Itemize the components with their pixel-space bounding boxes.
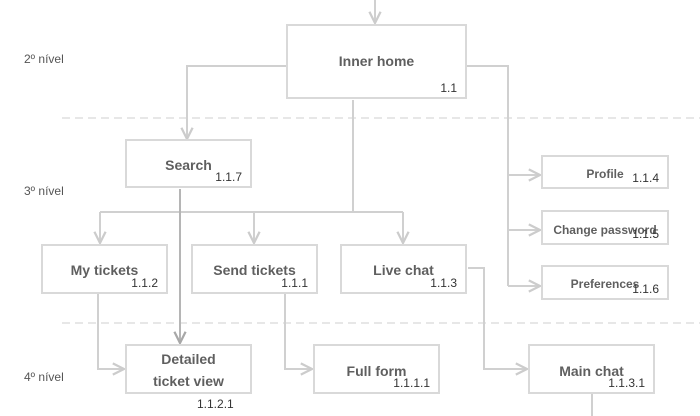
node-code: 1.1.3.1 [608,376,645,390]
node-main-chat[interactable]: Main chat 1.1.3.1 [528,344,655,394]
connector-arrow [468,267,527,369]
node-code: 1.1.4 [632,171,659,185]
connector-arrow [187,65,287,139]
node-label: Search [165,157,212,173]
node-label-line2: ticket view [153,373,224,389]
node-detailed-ticket-view[interactable]: Detailed ticket view 1.1.2.1 [125,344,252,411]
node-label: My tickets [70,262,139,278]
node-code: 1.1.2.1 [197,397,234,411]
node-send-tickets[interactable]: Send tickets 1.1.1 [191,244,318,294]
node-label: Main chat [559,363,624,379]
node-label: Full form [346,363,407,379]
node-label: Profile [586,167,624,181]
node-change-password[interactable]: Change password 1.1.5 [541,210,669,245]
node-code: 1.1.5 [632,227,659,241]
node-label: Change password [553,223,657,237]
node-live-chat[interactable]: Live chat 1.1.3 [340,244,467,294]
node-full-form[interactable]: Full form 1.1.1.1 [313,344,440,394]
node-code: 1.1.3 [430,276,457,290]
level-label-2: 2º nível [24,52,64,66]
node-code: 1.1.1 [281,276,308,290]
connector-arrow [97,294,124,369]
node-label: Preferences [570,277,640,291]
node-label-line1: Detailed [161,351,216,367]
node-label: Live chat [373,262,434,278]
node-label: Send tickets [213,262,296,278]
node-code: 1.1 [440,81,457,95]
node-search[interactable]: Search 1.1.7 [125,139,252,188]
level-label-4: 4º nível [24,370,64,384]
node-preferences[interactable]: Preferences 1.1.6 [541,265,669,300]
node-profile[interactable]: Profile 1.1.4 [541,155,669,189]
node-code: 1.1.1.1 [393,376,430,390]
level-label-3: 3º nível [24,184,64,198]
node-inner-home[interactable]: Inner home 1.1 [286,24,467,99]
node-code: 1.1.7 [215,170,242,184]
node-code: 1.1.6 [632,282,659,296]
connector-line [467,65,509,286]
connector-arrow [284,294,312,369]
node-label: Inner home [338,53,415,69]
node-my-tickets[interactable]: My tickets 1.1.2 [41,244,168,294]
node-code: 1.1.2 [131,276,158,290]
